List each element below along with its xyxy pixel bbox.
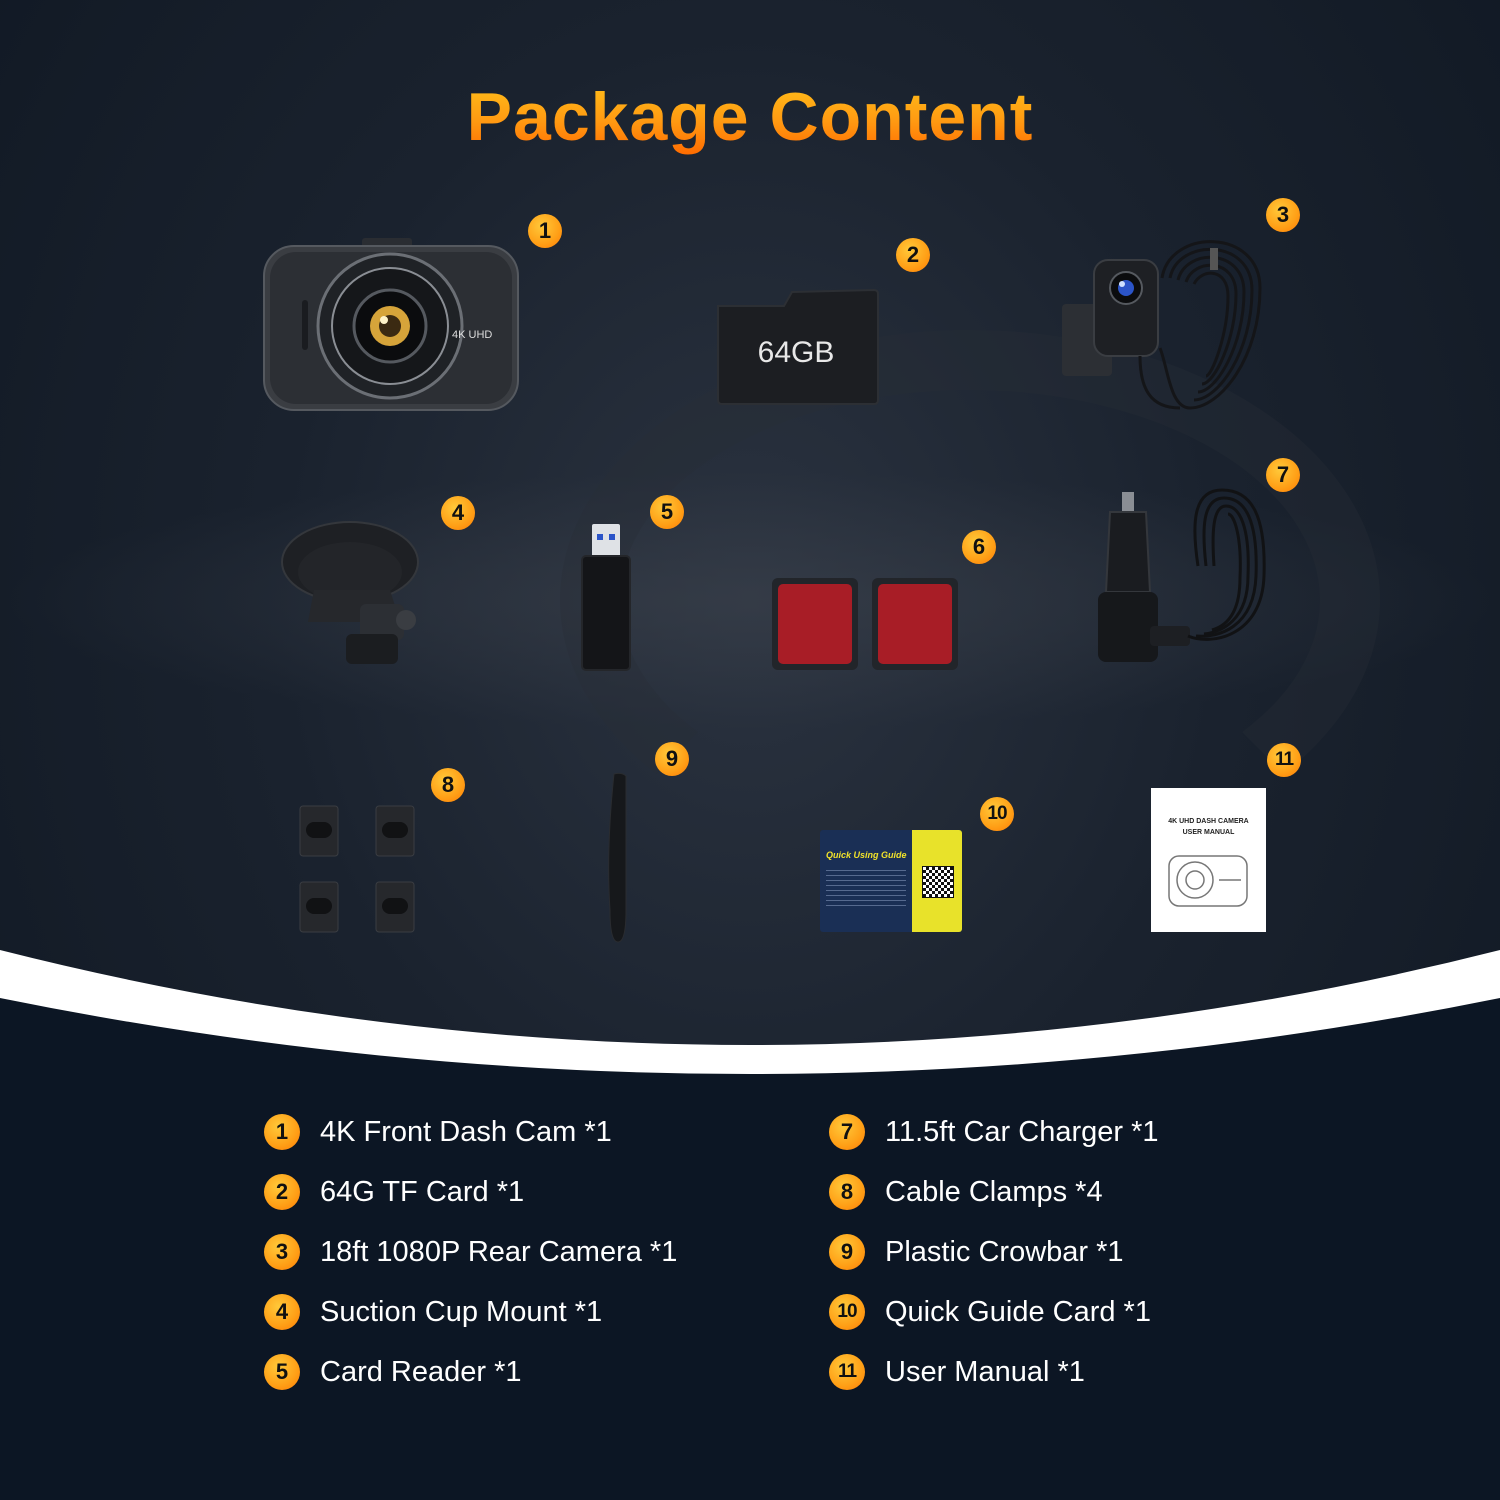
user-manual-image: 4K UHD DASH CAMERA USER MANUAL	[1151, 788, 1266, 932]
list-item: 10 Quick Guide Card *1	[829, 1294, 1151, 1330]
list-badge: 10	[829, 1294, 865, 1330]
cable-clamps-image	[299, 805, 415, 933]
badge-2: 2	[896, 238, 930, 272]
list-item-label: Plastic Crowbar *1	[885, 1235, 1124, 1268]
list-item-label: Cable Clamps *4	[885, 1175, 1103, 1208]
list-badge: 8	[829, 1174, 865, 1210]
list-item: 2 64G TF Card *1	[264, 1174, 524, 1210]
list-item: 3 18ft 1080P Rear Camera *1	[264, 1234, 677, 1270]
guide-card-text-lines	[826, 870, 906, 910]
front-dash-cam-image: 4K UHD	[263, 238, 519, 411]
plastic-crowbar-image	[608, 772, 627, 943]
list-badge: 9	[829, 1234, 865, 1270]
list-item: 1 4K Front Dash Cam *1	[264, 1114, 612, 1150]
badge-10: 10	[980, 797, 1014, 831]
list-item-label: 4K Front Dash Cam *1	[320, 1115, 612, 1148]
list-item-label: Suction Cup Mount *1	[320, 1295, 603, 1328]
list-badge: 4	[264, 1294, 300, 1330]
list-item-label: 18ft 1080P Rear Camera *1	[320, 1235, 678, 1268]
list-item: 9 Plastic Crowbar *1	[829, 1234, 1124, 1270]
list-item: 7 11.5ft Car Charger *1	[829, 1114, 1159, 1150]
quick-guide-card-image: Quick Using Guide	[820, 830, 962, 932]
guide-card-qr-panel	[912, 830, 962, 932]
list-item-label: User Manual *1	[885, 1355, 1085, 1388]
qr-code-icon	[922, 866, 954, 898]
list-badge: 3	[264, 1234, 300, 1270]
card-reader-image	[581, 524, 631, 671]
contents-list-section	[0, 950, 1500, 1500]
list-badge: 5	[264, 1354, 300, 1390]
badge-5: 5	[650, 495, 684, 529]
manual-title: 4K UHD DASH CAMERA	[1168, 818, 1249, 825]
badge-9: 9	[655, 742, 689, 776]
list-item-label: 64G TF Card *1	[320, 1175, 525, 1208]
badge-3: 3	[1266, 198, 1300, 232]
guide-card-title: Quick Using Guide	[826, 850, 907, 860]
list-badge: 11	[829, 1354, 865, 1390]
badge-7: 7	[1266, 458, 1300, 492]
adhesive-pads-image	[772, 578, 958, 670]
page-title: Package Content	[0, 78, 1500, 156]
suction-cup-mount-image	[281, 521, 419, 664]
badge-11: 11	[1267, 743, 1301, 777]
sd-card-label: 64GB	[758, 336, 835, 369]
list-item: 11 User Manual *1	[829, 1354, 1085, 1390]
list-item: 4 Suction Cup Mount *1	[264, 1294, 602, 1330]
manual-subtitle: USER MANUAL	[1182, 829, 1235, 836]
list-item: 5 Card Reader *1	[264, 1354, 522, 1390]
list-badge: 7	[829, 1114, 865, 1150]
dashcam-label: 4K UHD	[452, 329, 492, 341]
manual-camera-drawing	[1168, 855, 1248, 907]
badge-6: 6	[962, 530, 996, 564]
sd-card-image: 64GB	[717, 288, 879, 405]
list-item-label: Card Reader *1	[320, 1355, 522, 1388]
list-item-label: 11.5ft Car Charger *1	[885, 1115, 1159, 1148]
list-badge: 2	[264, 1174, 300, 1210]
badge-1: 1	[528, 214, 562, 248]
rear-camera-image	[1062, 240, 1262, 410]
list-item: 8 Cable Clamps *4	[829, 1174, 1103, 1210]
curved-divider	[0, 950, 1500, 1500]
list-item-label: Quick Guide Card *1	[885, 1295, 1151, 1328]
car-charger-image	[1098, 488, 1266, 662]
badge-4: 4	[441, 496, 475, 530]
list-badge: 1	[264, 1114, 300, 1150]
badge-8: 8	[431, 768, 465, 802]
